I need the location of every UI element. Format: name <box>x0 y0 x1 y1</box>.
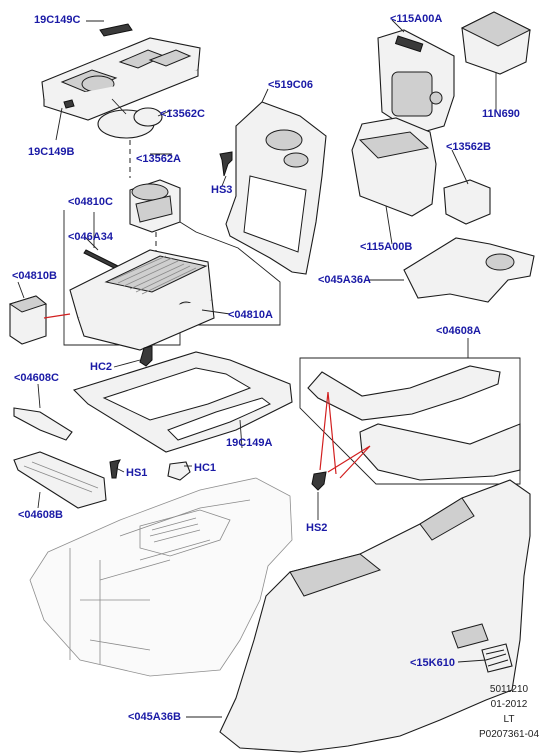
label-13562A: <13562A <box>136 153 181 165</box>
screw-HS1 <box>109 459 121 479</box>
trim-strip-04608A <box>307 365 521 481</box>
label-519C06: <519C06 <box>268 79 313 91</box>
label-115A00B: <115A00B <box>360 241 413 253</box>
diagram-date: 01-2012 <box>490 699 528 710</box>
armrest-lid-115A00A <box>377 29 455 135</box>
small-bin-04810B <box>8 295 48 345</box>
storage-bin-04810A <box>69 249 215 351</box>
cupholder-13562A <box>129 179 181 233</box>
vent-15K610 <box>481 643 513 673</box>
clip-HC2 <box>139 345 153 367</box>
upper-console-bezel-19C149B <box>41 23 201 121</box>
label-045A36B: <045A36B <box>128 711 181 723</box>
cup-holder-mat-13562C <box>97 107 163 139</box>
diagram-illustration-number: P0207361-04 <box>478 729 540 740</box>
label-04810C: <04810C <box>68 196 113 208</box>
label-04810B: <04810B <box>12 270 57 282</box>
trim-frame-19C149A <box>72 351 293 453</box>
label-115A00A: <115A00A <box>390 13 443 25</box>
screw-HS2 <box>311 471 327 491</box>
leader-lines <box>17 19 497 718</box>
label-04608B: <04608B <box>18 509 63 521</box>
label-HC2: HC2 <box>90 361 113 373</box>
label-04810A: <04810A <box>228 309 273 321</box>
console-assembly-ghost <box>29 477 293 677</box>
label-HS3: HS3 <box>211 184 233 196</box>
label-HS1: HS1 <box>126 467 148 479</box>
label-045A36A: <045A36A <box>318 274 371 286</box>
label-11N690: 11N690 <box>482 108 520 120</box>
label-04608C: <04608C <box>14 372 59 384</box>
label-046A34: <046A34 <box>68 231 113 243</box>
armrest-115A00B <box>351 117 437 217</box>
bracket-045A36A <box>403 237 535 303</box>
label-15K610: <15K610 <box>410 657 455 669</box>
part-04608C <box>13 407 73 441</box>
callout-frame-04810C <box>63 210 281 346</box>
diagram-reference-number: 5011210 <box>489 684 529 695</box>
callout-frame-04608A <box>299 357 521 485</box>
label-19C149A: 19C149A <box>226 437 273 449</box>
console-frame-519C06 <box>225 101 327 275</box>
console-side-panel-045A36B <box>219 479 531 753</box>
label-13562C: <13562C <box>160 108 205 120</box>
screw-HS3 <box>219 151 233 177</box>
diagram-market-code: LT <box>503 714 515 725</box>
label-04608A: <04608A <box>436 325 481 337</box>
part-13562B <box>443 179 491 225</box>
label-19C149B: 19C149B <box>28 146 75 158</box>
label-13562B: <13562B <box>446 141 491 153</box>
label-HS2: HS2 <box>306 522 328 534</box>
clip-HC1 <box>167 461 191 481</box>
label-19C149C: 19C149C <box>34 14 81 26</box>
label-HC1: HC1 <box>194 462 217 474</box>
